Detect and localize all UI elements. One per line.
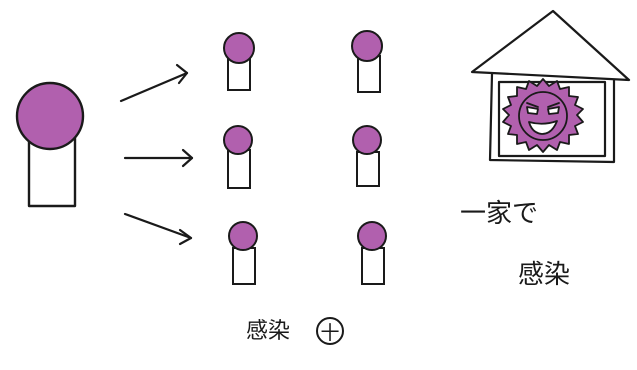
house-icon [470, 9, 631, 164]
house-roof [470, 9, 631, 82]
family-infection-label: 一家で 感染 [460, 199, 570, 290]
arrow-up-icon [119, 63, 189, 103]
contact-person-icon [351, 30, 383, 93]
contact-person-icon [352, 125, 382, 187]
source-person-icon [15, 81, 85, 208]
virus-face [526, 102, 560, 135]
house-walls [488, 72, 616, 164]
circled-mark-text: 十 [320, 322, 339, 344]
contact-person-icon [223, 32, 255, 91]
contact-person-icon [223, 125, 253, 189]
house-window [497, 80, 607, 158]
family-infection-line1: 一家で [460, 199, 538, 229]
spread-arrows [119, 63, 194, 246]
arrow-right-icon [123, 148, 194, 168]
infected-label: 感染 十 [246, 317, 344, 345]
virus-face-icon [502, 78, 584, 153]
contact-person-icon [228, 221, 258, 285]
arrow-down-icon [123, 212, 193, 246]
family-infection-line2: 感染 [518, 260, 570, 290]
circled-mark-ring [316, 317, 344, 345]
infected-label-text: 感染 [246, 319, 290, 344]
contact-people [223, 30, 387, 285]
source-person-head [15, 81, 85, 151]
contact-person-icon [357, 221, 387, 285]
